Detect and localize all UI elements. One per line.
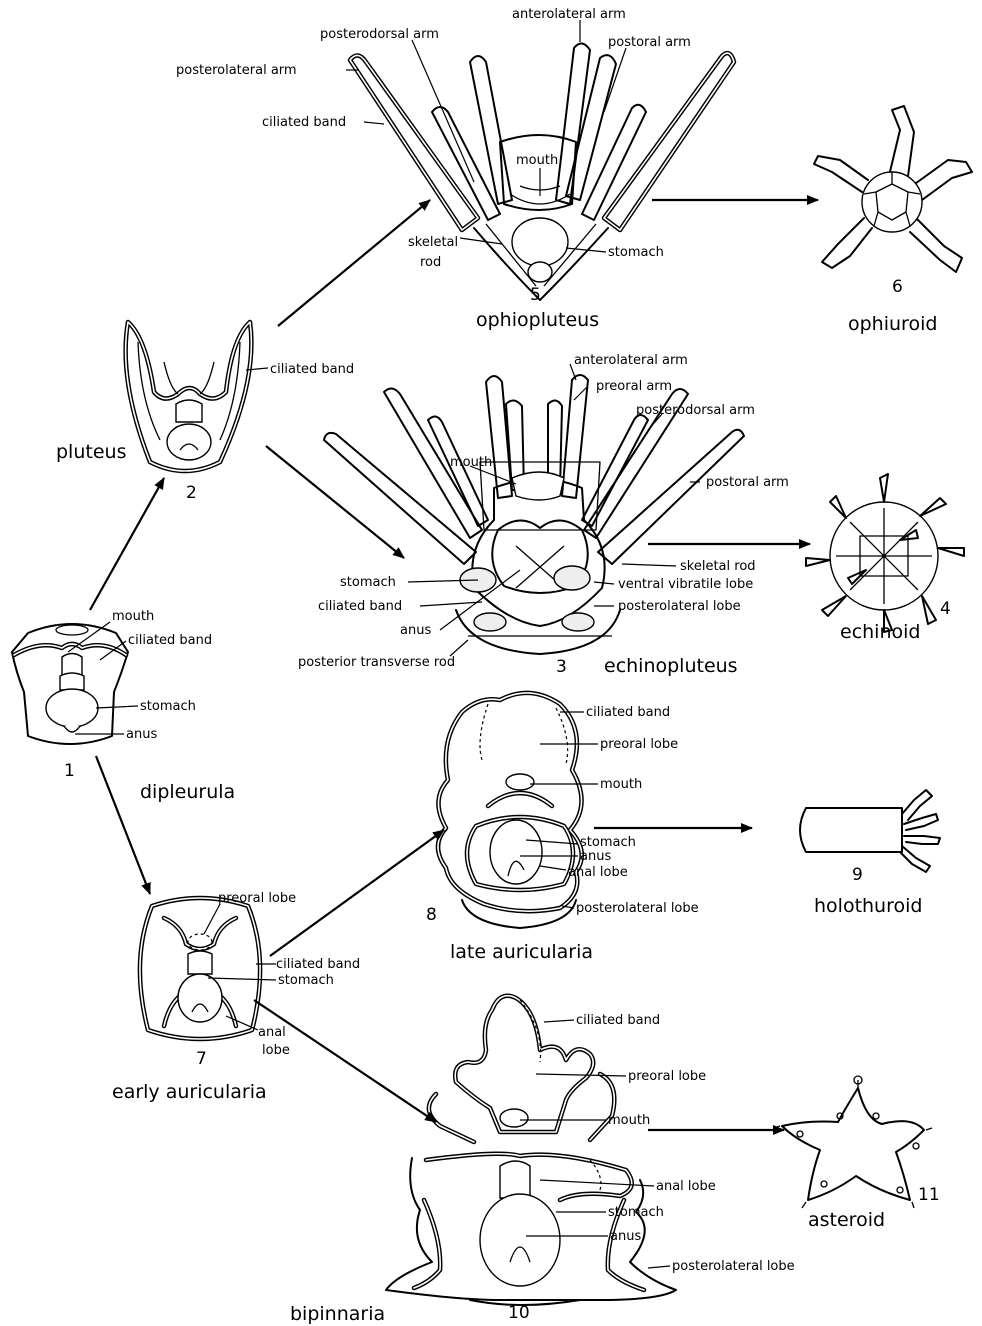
number-5: 5 — [530, 285, 541, 305]
label-s3-posterodorsal-arm: posterodorsal arm — [636, 403, 755, 418]
number-10: 10 — [508, 1303, 530, 1323]
asteroid-figure — [774, 1076, 932, 1208]
label-s5-stomach: stomach — [608, 245, 664, 260]
name-echinopluteus: echinopluteus — [604, 655, 738, 677]
number-11: 11 — [918, 1185, 940, 1205]
label-s8-stomach: stomach — [580, 835, 636, 850]
label-s3-skeletal-rod: skeletal rod — [680, 559, 756, 574]
number-8: 8 — [426, 905, 437, 925]
label-s8-ciliated-band: ciliated band — [586, 705, 670, 720]
label-s1-stomach: stomach — [140, 699, 196, 714]
label-s8-anus: anus — [580, 849, 611, 864]
label-s7-anal: anal — [258, 1025, 286, 1040]
ophiopluteus-figure — [350, 43, 734, 300]
number-9: 9 — [852, 865, 863, 885]
label-s10-preoral-lobe: preoral lobe — [628, 1069, 706, 1084]
label-s10-ciliated-band: ciliated band — [576, 1013, 660, 1028]
label-s7-ciliated-band: ciliated band — [276, 957, 360, 972]
label-s3-posterior-transverse-rod: posterior transverse rod — [298, 655, 455, 670]
name-holothuroid: holothuroid — [814, 895, 922, 917]
label-s3-posterolateral-lobe: posterolateral lobe — [618, 599, 741, 614]
late-auricularia-figure — [438, 693, 582, 928]
name-early-auricularia: early auricularia — [112, 1081, 267, 1103]
label-s5-mouth: mouth — [516, 153, 558, 168]
bipinnaria-figure — [386, 996, 676, 1305]
name-bipinnaria: bipinnaria — [290, 1303, 385, 1325]
number-7: 7 — [196, 1049, 207, 1069]
name-dipleurula: dipleurula — [140, 781, 235, 803]
label-s8-anal-lobe: anal lobe — [568, 865, 628, 880]
name-asteroid: asteroid — [808, 1209, 885, 1231]
label-s5-postoral-arm: postoral arm — [608, 35, 691, 50]
label-s8-posterolateral-lobe: posterolateral lobe — [576, 901, 699, 916]
name-ophiopluteus: ophiopluteus — [476, 309, 599, 331]
pluteus-figure — [126, 322, 252, 471]
label-s10-stomach: stomach — [608, 1205, 664, 1220]
label-s1-ciliated-band: ciliated band — [128, 633, 212, 648]
holothuroid-figure — [800, 790, 940, 872]
label-s5-skeletal: skeletal — [408, 235, 458, 250]
number-1: 1 — [64, 761, 75, 781]
name-echinoid: echinoid — [840, 621, 920, 643]
number-6: 6 — [892, 277, 903, 297]
label-s3-postoral-arm: postoral arm — [706, 475, 789, 490]
name-late-auricularia: late auricularia — [450, 941, 593, 963]
label-s7-lobe: lobe — [262, 1043, 290, 1058]
label-s2-ciliated-band: ciliated band — [270, 362, 354, 377]
label-s3-anterolateral-arm: anterolateral arm — [574, 353, 688, 368]
label-s1-anus: anus — [126, 727, 157, 742]
label-s3-mouth: mouth — [450, 455, 492, 470]
label-s5-rod: rod — [420, 255, 441, 270]
label-s3-ventral-vibratile-lobe: ventral vibratile lobe — [618, 577, 753, 592]
label-s5-posterolateral-arm: posterolateral arm — [176, 63, 297, 78]
label-s7-stomach: stomach — [278, 973, 334, 988]
dipleurula-figure — [12, 624, 128, 744]
label-s3-anus: anus — [400, 623, 431, 638]
ophiuroid-figure — [814, 106, 972, 272]
label-s8-mouth: mouth — [600, 777, 642, 792]
number-3: 3 — [556, 657, 567, 677]
number-4: 4 — [940, 599, 951, 619]
label-s10-anus: anus — [610, 1229, 641, 1244]
name-ophiuroid: ophiuroid — [848, 313, 937, 335]
label-s3-stomach: stomach — [340, 575, 396, 590]
label-s10-anal-lobe: anal lobe — [656, 1179, 716, 1194]
label-s1-mouth: mouth — [112, 609, 154, 624]
label-s5-ciliated-band: ciliated band — [262, 115, 346, 130]
label-s5-posterodorsal-arm: posterodorsal arm — [320, 27, 439, 42]
name-pluteus: pluteus — [56, 441, 126, 463]
label-s10-mouth: mouth — [608, 1113, 650, 1128]
label-s8-preoral-lobe: preoral lobe — [600, 737, 678, 752]
label-s10-posterolateral-lobe: posterolateral lobe — [672, 1259, 795, 1274]
label-s7-preoral-lobe: preoral lobe — [218, 891, 296, 906]
early-auricularia-figure — [140, 898, 260, 1039]
label-s5-anterolateral-arm: anterolateral arm — [512, 7, 626, 22]
number-2: 2 — [186, 483, 197, 503]
label-s3-ciliated-band: ciliated band — [318, 599, 402, 614]
label-s3-preoral-arm: preoral arm — [596, 379, 672, 394]
